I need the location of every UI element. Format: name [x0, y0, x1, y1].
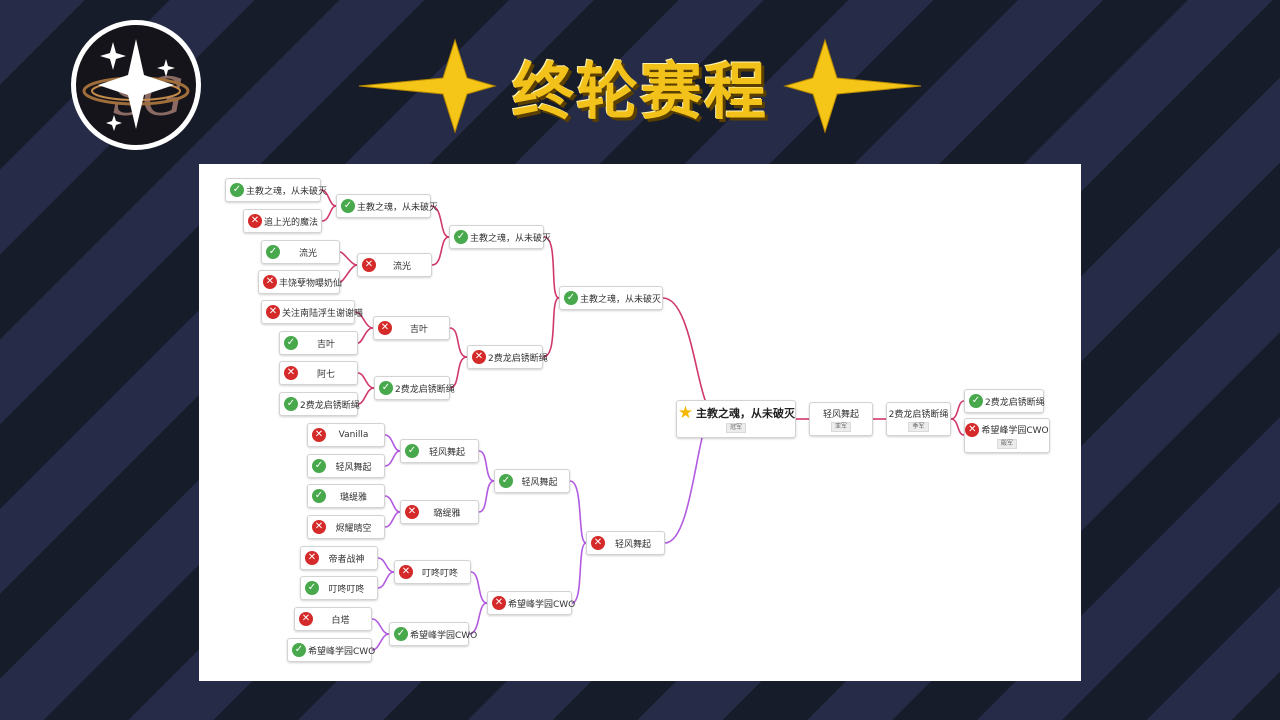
check-circle-icon: ✓	[499, 474, 513, 488]
upper-r2-team-2[interactable]: ✕流光	[357, 253, 432, 277]
cross-circle-icon: ✕	[305, 551, 319, 565]
lower-r3-team-1[interactable]: ✓轻风舞起	[494, 469, 570, 493]
check-circle-icon: ✓	[379, 381, 393, 395]
check-circle-icon: ✓	[454, 230, 468, 244]
cross-circle-icon: ✕	[591, 536, 605, 550]
star-icon: ★	[677, 402, 694, 423]
check-circle-icon: ✓	[284, 397, 298, 411]
third-place-name: 2费龙启锈断绳	[888, 409, 949, 420]
cross-circle-icon: ✕	[284, 366, 298, 380]
cross-circle-icon: ✕	[965, 422, 980, 437]
cross-circle-icon: ✕	[399, 565, 413, 579]
bracket-panel: ✓主教之魂，从未破灭 ✕追上光的魔法 ✓流光 ✕丰饶孽物曝奶仙 ✕关注南陆浮生谢…	[199, 164, 1081, 681]
lower-r1-team-7[interactable]: ✕白塔	[294, 607, 372, 631]
lower-r3-team-2[interactable]: ✕希望峰学园CWO	[487, 591, 575, 615]
check-circle-icon: ✓	[969, 394, 983, 408]
fourth-place-tag: 殿军	[996, 438, 1017, 449]
check-circle-icon: ✓	[266, 245, 280, 259]
title-banner: 终轮赛程	[355, 38, 925, 134]
lower-r2-team-3[interactable]: ✕叮咚叮咚	[394, 560, 471, 584]
check-circle-icon: ✓	[312, 489, 326, 503]
cross-circle-icon: ✕	[492, 596, 506, 610]
cross-circle-icon: ✕	[266, 305, 280, 319]
cross-circle-icon: ✕	[248, 214, 262, 228]
cross-circle-icon: ✕	[263, 275, 277, 289]
check-circle-icon: ✓	[305, 581, 319, 595]
upper-r2-team-4[interactable]: ✓2费龙启锈断绳	[374, 376, 455, 400]
check-circle-icon: ✓	[405, 444, 419, 458]
champion-tag: 冠军	[725, 423, 746, 433]
third-match-team-2[interactable]: ✕希望峰学园CWO 殿军	[964, 418, 1050, 453]
third-place-node[interactable]: 2费龙启锈断绳 季军	[886, 402, 951, 436]
lower-r1-team-4[interactable]: ✕烬耀晴空	[307, 515, 385, 539]
team-logo: S G	[71, 20, 201, 150]
lower-r2-team-4[interactable]: ✓希望峰学园CWO	[389, 622, 477, 646]
upper-r1-team-6[interactable]: ✓吉叶	[279, 331, 358, 355]
lower-r1-team-8[interactable]: ✓希望峰学园CWO	[287, 638, 375, 662]
lower-r2-team-1[interactable]: ✓轻风舞起	[400, 439, 479, 463]
upper-r3-team-2[interactable]: ✕2费龙启锈断绳	[467, 345, 548, 369]
check-circle-icon: ✓	[394, 627, 408, 641]
runner-up-name: 轻风舞起	[822, 409, 859, 420]
cross-circle-icon: ✕	[362, 258, 376, 272]
upper-r2-team-3[interactable]: ✕吉叶	[373, 316, 450, 340]
lower-final-team[interactable]: ✕轻风舞起	[586, 531, 665, 555]
champion-name: 主教之魂，从未破灭	[696, 407, 795, 420]
upper-r1-team-3[interactable]: ✓流光	[261, 240, 340, 264]
upper-r1-team-4[interactable]: ✕丰饶孽物曝奶仙	[258, 270, 342, 294]
check-circle-icon: ✓	[564, 291, 578, 305]
upper-final-team[interactable]: ✓主教之魂，从未破灭	[559, 286, 663, 310]
check-circle-icon: ✓	[284, 336, 298, 350]
lower-r2-team-2[interactable]: ✕璐缇雅	[400, 500, 479, 524]
lower-r1-team-1[interactable]: ✕Vanilla	[307, 423, 385, 447]
lower-r1-team-2[interactable]: ✓轻风舞起	[307, 454, 385, 478]
upper-r1-team-2[interactable]: ✕追上光的魔法	[243, 209, 322, 233]
cross-circle-icon: ✕	[312, 428, 326, 442]
cross-circle-icon: ✕	[378, 321, 392, 335]
check-circle-icon: ✓	[230, 183, 244, 197]
right-sparkle-icon	[783, 38, 922, 134]
runner-up-node[interactable]: 轻风舞起 亚军	[809, 402, 873, 436]
upper-r1-team-7[interactable]: ✕阿七	[279, 361, 358, 385]
lower-r1-team-6[interactable]: ✓叮咚叮咚	[300, 576, 378, 600]
third-place-tag: 季军	[908, 421, 929, 432]
upper-r2-team-1[interactable]: ✓主教之魂，从未破灭	[336, 194, 438, 218]
lower-r1-team-3[interactable]: ✓璐缇雅	[307, 484, 385, 508]
check-circle-icon: ✓	[292, 643, 306, 657]
upper-r1-team-1[interactable]: ✓主教之魂，从未破灭	[225, 178, 327, 202]
upper-r1-team-5[interactable]: ✕关注南陆浮生谢谢喵	[261, 300, 363, 324]
lower-r1-team-5[interactable]: ✕帝者战神	[300, 546, 378, 570]
third-match-team-1[interactable]: ✓2费龙启锈断绳	[964, 389, 1045, 413]
runner-up-tag: 亚军	[830, 421, 851, 432]
left-sparkle-icon	[358, 38, 497, 134]
check-circle-icon: ✓	[312, 459, 326, 473]
cross-circle-icon: ✕	[472, 350, 486, 364]
upper-r1-team-8[interactable]: ✓2费龙启锈断绳	[279, 392, 360, 416]
check-circle-icon: ✓	[341, 199, 355, 213]
cross-circle-icon: ✕	[405, 505, 419, 519]
champion-node[interactable]: ★主教之魂，从未破灭 冠军	[676, 400, 796, 438]
upper-r3-team-1[interactable]: ✓主教之魂，从未破灭	[449, 225, 551, 249]
cross-circle-icon: ✕	[312, 520, 326, 534]
page-title: 终轮赛程	[511, 55, 768, 128]
cross-circle-icon: ✕	[299, 612, 313, 626]
